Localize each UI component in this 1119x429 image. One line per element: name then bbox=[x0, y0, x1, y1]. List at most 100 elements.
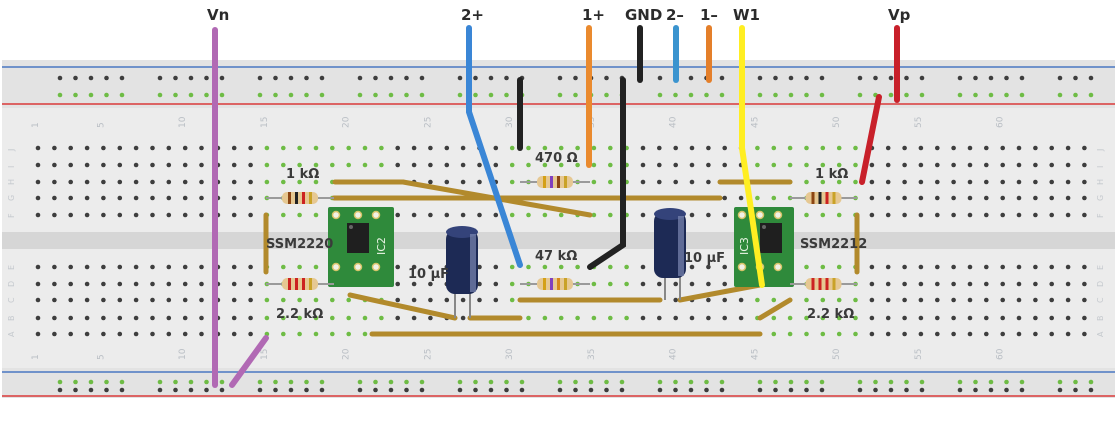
column-number-bottom: 60 bbox=[996, 348, 1006, 360]
rail-hole bbox=[657, 92, 663, 98]
hole bbox=[542, 145, 548, 151]
hole bbox=[967, 315, 973, 321]
hole bbox=[52, 179, 57, 185]
hole bbox=[1016, 315, 1022, 321]
hole bbox=[199, 145, 204, 151]
hole bbox=[182, 162, 188, 168]
hole bbox=[199, 179, 204, 185]
hole bbox=[395, 315, 401, 321]
ic-pin bbox=[331, 210, 341, 220]
hole bbox=[231, 195, 237, 201]
resistor-body bbox=[282, 192, 318, 204]
hole bbox=[297, 331, 302, 337]
rail-hole bbox=[88, 379, 94, 385]
hole bbox=[477, 297, 482, 303]
hole bbox=[330, 145, 335, 151]
rail-hole bbox=[257, 387, 263, 393]
rail-hole bbox=[704, 379, 709, 385]
hole bbox=[853, 297, 858, 303]
rail-hole bbox=[819, 75, 825, 81]
hole bbox=[640, 315, 646, 321]
hole bbox=[199, 297, 204, 303]
hole bbox=[575, 162, 580, 168]
hole bbox=[444, 162, 450, 168]
hole bbox=[526, 212, 531, 218]
ic-pin bbox=[371, 210, 381, 220]
hole bbox=[558, 264, 564, 270]
label-r-middle-top: 470 Ω bbox=[535, 151, 578, 166]
hole bbox=[624, 264, 629, 270]
rail-hole bbox=[488, 387, 494, 393]
hole bbox=[787, 145, 793, 151]
hole bbox=[411, 212, 417, 218]
hole bbox=[738, 195, 744, 201]
hole bbox=[509, 179, 515, 185]
rail-hole bbox=[504, 379, 509, 385]
hole bbox=[150, 331, 155, 337]
rail-hole bbox=[988, 75, 994, 81]
hole bbox=[771, 331, 777, 337]
rail-hole bbox=[273, 92, 278, 98]
hole bbox=[706, 264, 711, 270]
hole bbox=[1065, 145, 1071, 151]
hole bbox=[35, 162, 41, 168]
rail-hole bbox=[1073, 379, 1078, 385]
hole bbox=[820, 162, 826, 168]
rail-hole bbox=[957, 387, 963, 393]
rail-hole bbox=[757, 92, 763, 98]
rail-hole bbox=[988, 387, 994, 393]
rail-hole bbox=[173, 387, 178, 393]
hole bbox=[117, 195, 123, 201]
hole bbox=[428, 212, 433, 218]
hole bbox=[313, 297, 319, 303]
hole bbox=[313, 331, 319, 337]
hole bbox=[1016, 331, 1022, 337]
rail-hole bbox=[488, 75, 494, 81]
rail-hole bbox=[857, 75, 863, 81]
hole bbox=[1016, 195, 1022, 201]
rail-hole bbox=[957, 92, 963, 98]
rail-hole bbox=[304, 92, 309, 98]
hole bbox=[885, 315, 891, 321]
resistor bbox=[520, 176, 590, 188]
ic-left-board: IC2 bbox=[328, 207, 394, 287]
hole bbox=[885, 195, 891, 201]
hole bbox=[297, 162, 302, 168]
hole bbox=[101, 281, 106, 287]
trace-ic3-link bbox=[757, 297, 793, 321]
rail-hole bbox=[488, 379, 494, 385]
hole bbox=[836, 162, 842, 168]
rail-hole bbox=[819, 387, 825, 393]
hole bbox=[1033, 145, 1038, 151]
hole bbox=[804, 145, 809, 151]
hole bbox=[820, 315, 826, 321]
hole bbox=[248, 281, 253, 287]
hole bbox=[477, 264, 482, 270]
row-letter: E bbox=[7, 265, 16, 270]
hole bbox=[460, 212, 466, 218]
hole bbox=[1065, 162, 1071, 168]
column-number-top: 15 bbox=[260, 117, 270, 128]
wires bbox=[212, 25, 900, 388]
hole bbox=[542, 162, 548, 168]
hole bbox=[853, 145, 858, 151]
hole bbox=[984, 315, 989, 321]
hole bbox=[379, 315, 384, 321]
ic-pin bbox=[353, 210, 363, 220]
hole bbox=[787, 162, 793, 168]
column-numbers: 1155101015152020252530303535404045455050… bbox=[31, 116, 1006, 360]
rail-hole bbox=[88, 387, 94, 393]
label-1-minus: 1– bbox=[700, 6, 718, 24]
rail-hole bbox=[588, 387, 594, 393]
rail-hole bbox=[357, 387, 363, 393]
hole bbox=[117, 179, 123, 185]
rail-hole bbox=[119, 75, 125, 81]
hole bbox=[967, 331, 973, 337]
hole bbox=[853, 179, 858, 185]
rail-hole bbox=[104, 92, 109, 98]
hole bbox=[771, 195, 777, 201]
rail-hole bbox=[288, 387, 294, 393]
hole bbox=[133, 297, 139, 303]
hole bbox=[575, 145, 580, 151]
hole bbox=[591, 212, 597, 218]
